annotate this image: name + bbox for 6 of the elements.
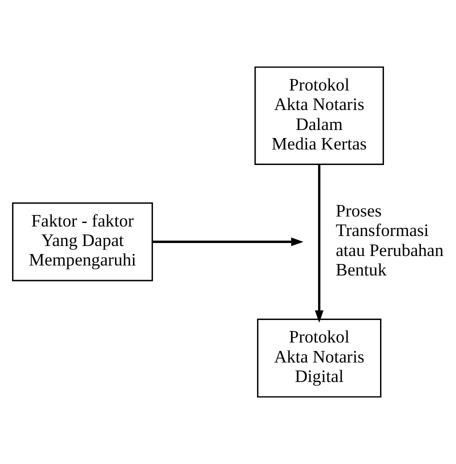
node-box: Protokol Akta Notaris Dalam Media Kertas xyxy=(254,66,384,165)
node-box: Protokol Akta Notaris Digital xyxy=(257,318,382,398)
node-box: Faktor - faktor Yang Dapat Mempengaruhi xyxy=(12,202,153,282)
arrow xyxy=(314,164,324,323)
edge-label: Proses Transformasi atau Perubahan Bentuk xyxy=(336,200,444,280)
arrow xyxy=(152,238,304,246)
